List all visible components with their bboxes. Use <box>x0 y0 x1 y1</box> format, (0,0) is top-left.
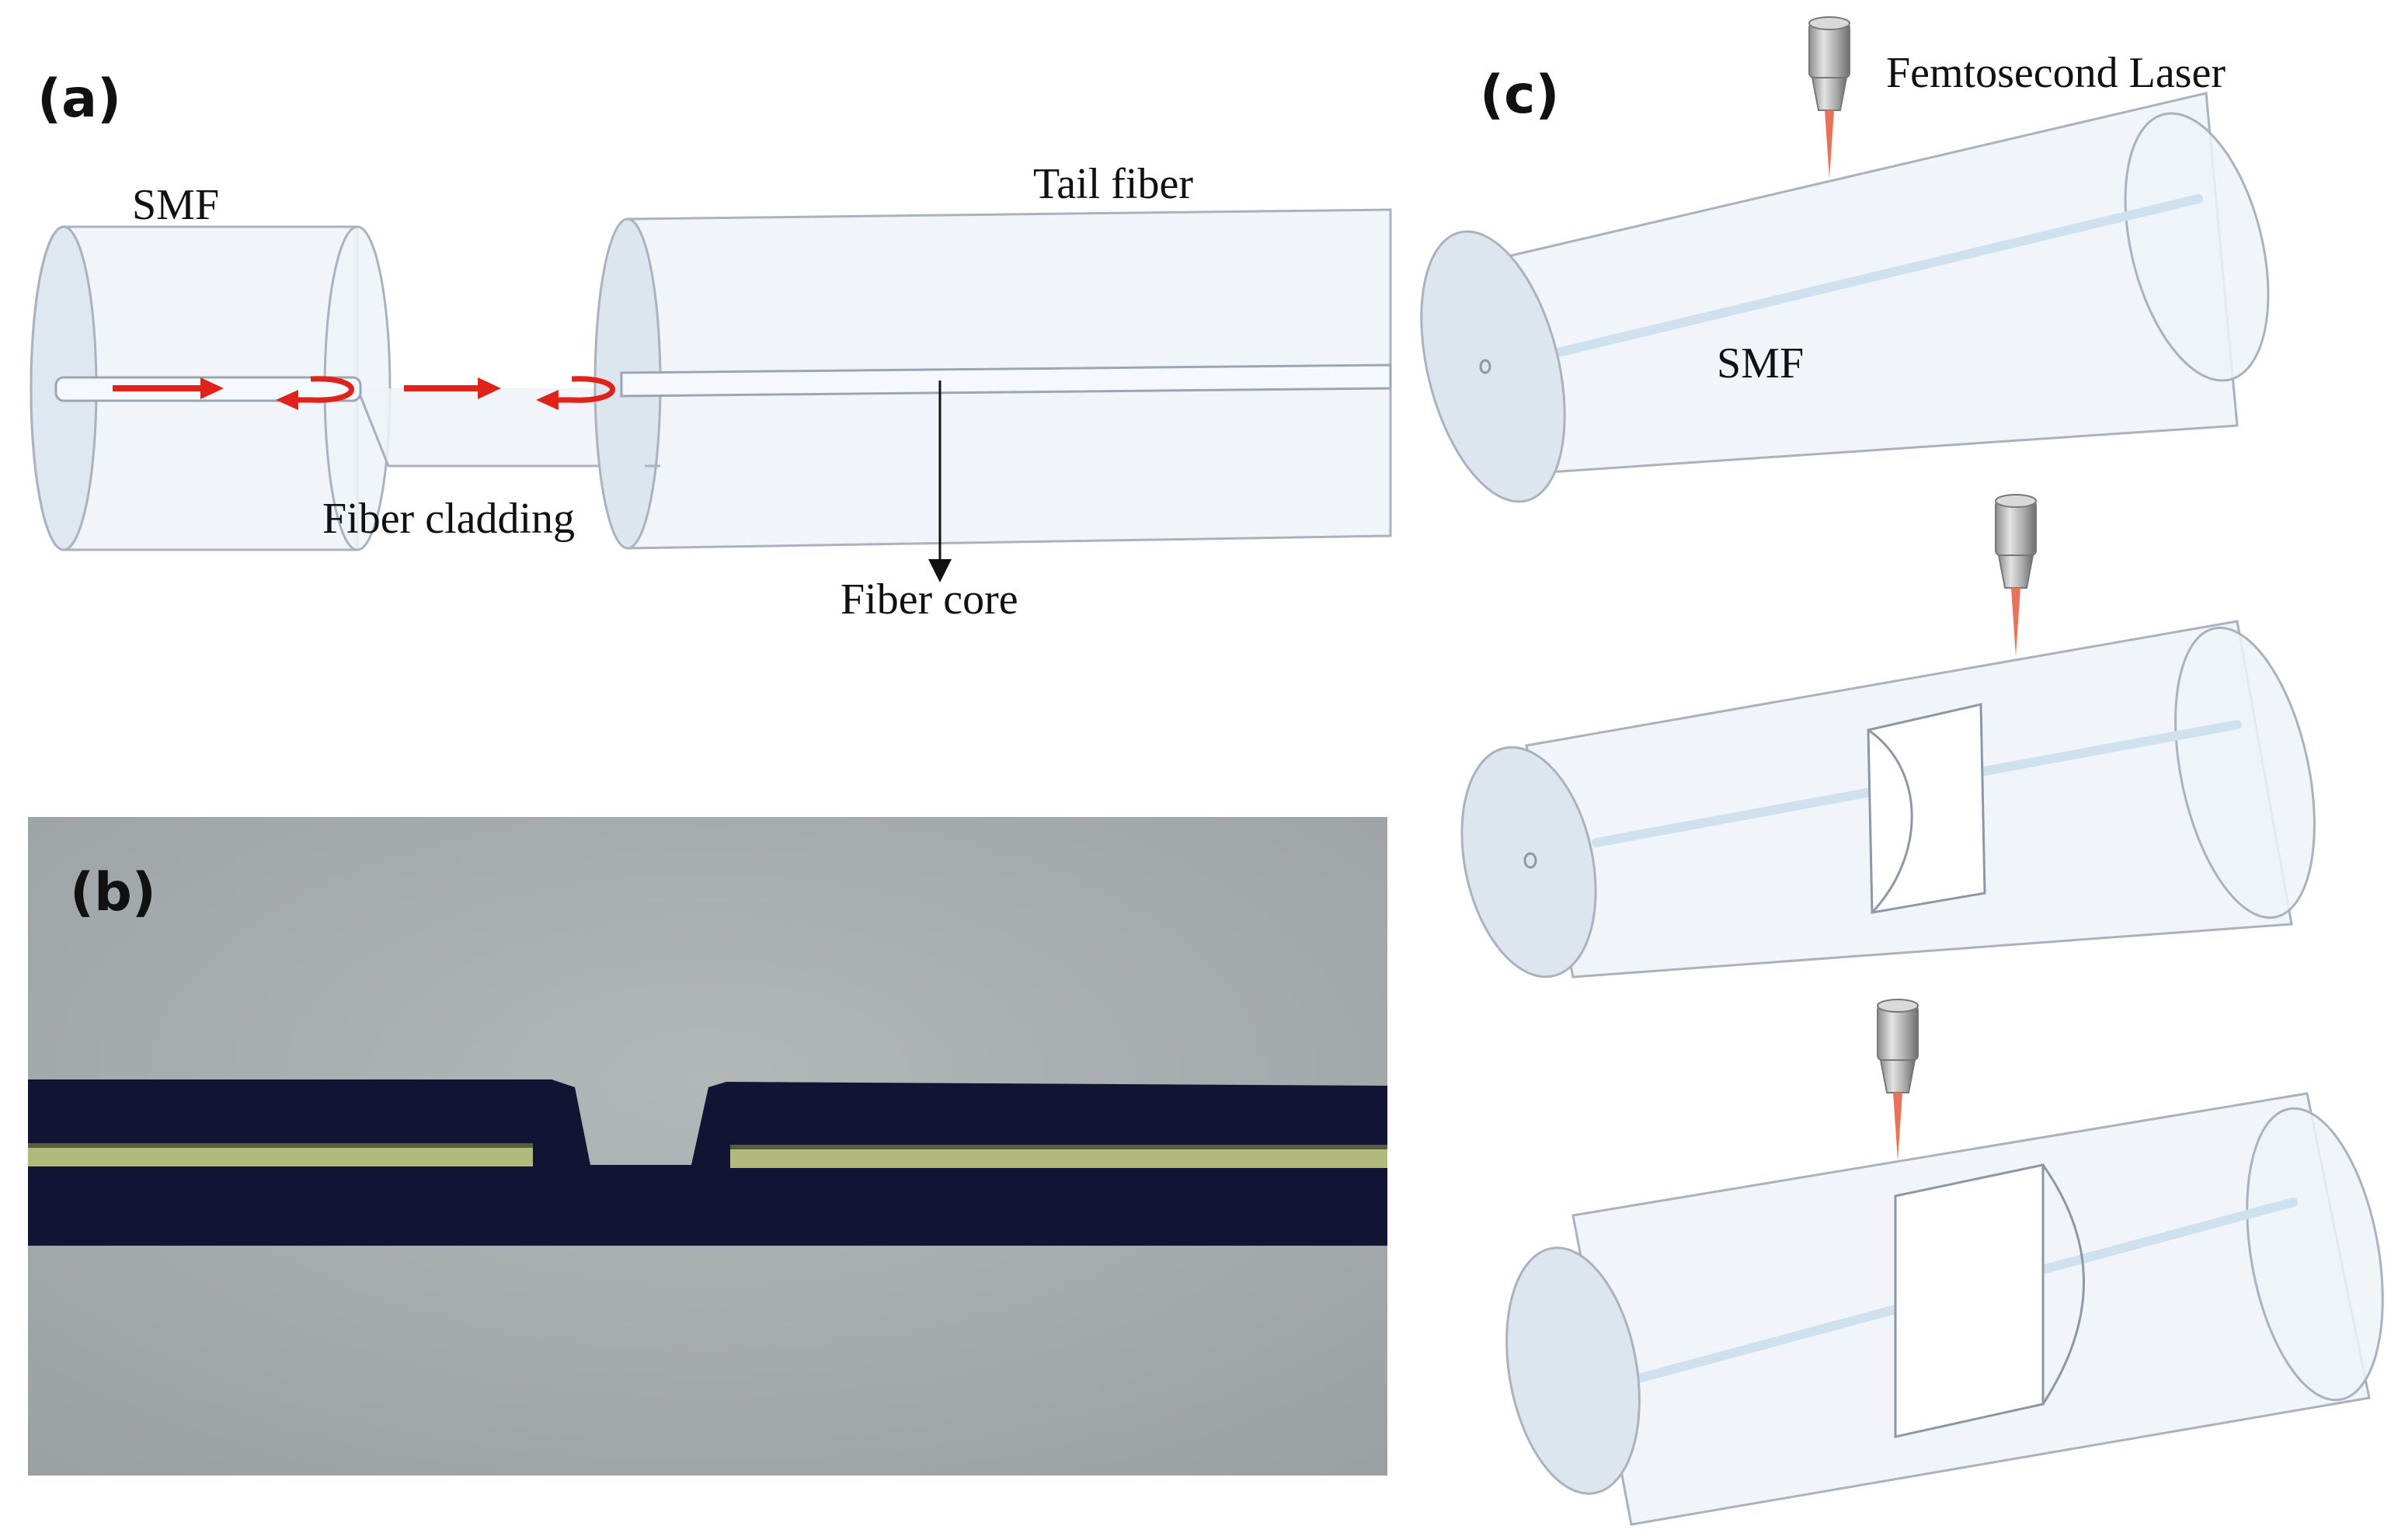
panel-a-label: (a) <box>37 68 121 130</box>
panel-b-label: (b) <box>70 862 156 923</box>
smf-label-c: SMF <box>1717 339 1804 388</box>
step-2-fiber <box>1460 494 2316 979</box>
panel-b-micrograph: (b) <box>28 817 1387 1476</box>
reflection-arrow <box>536 376 615 410</box>
light-propagation-arrows <box>113 376 615 410</box>
fiber-cladding-notch <box>356 388 646 468</box>
step-3-fiber <box>1505 999 2384 1526</box>
panel-c-label: (c) <box>1480 64 1559 126</box>
micro-fiber-body <box>28 1079 1387 1246</box>
micro-core-left <box>28 1148 533 1166</box>
femtosecond-laser-label: Femtosecond Laser <box>1886 49 2226 97</box>
tail-fiber-core <box>620 363 1392 398</box>
laser-nozzle-step-1 <box>1808 16 1850 179</box>
panel-c: (c) Femtosecond Laser SMF <box>1420 16 2384 1526</box>
laser-nozzle-step-2 <box>1995 494 2037 657</box>
step-1-fiber: SMF <box>1420 16 2270 503</box>
smf-label: SMF <box>132 181 219 229</box>
forward-arrow <box>404 377 501 399</box>
laser-nozzle-step-3 <box>1877 999 1919 1162</box>
tail-fiber-label: Tail fiber <box>1033 160 1193 208</box>
micro-core-right <box>730 1149 1387 1168</box>
forward-arrow <box>113 377 224 399</box>
panel-a: (a) <box>30 68 1392 624</box>
reflection-arrow <box>276 376 354 410</box>
fiber-cladding-label: Fiber cladding <box>322 495 575 543</box>
fiber-core-label: Fiber core <box>841 575 1018 624</box>
